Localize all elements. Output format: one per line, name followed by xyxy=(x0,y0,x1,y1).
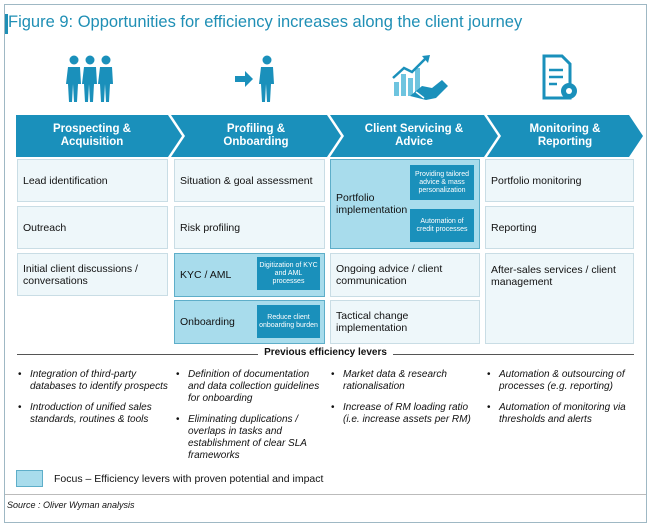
stage-label: Advice xyxy=(395,136,433,148)
stage-label: Reporting xyxy=(537,136,593,148)
stage-prospecting-acquisition: Prospecting &Acquisition xyxy=(16,115,182,157)
lever-credit-automation: Automation of credit processes xyxy=(410,209,474,242)
lever-tailored-advice: Providing tailored advice & mass persona… xyxy=(410,165,474,200)
stage-label: Client Servicing & xyxy=(364,123,464,135)
cell-after-sales-services: After-sales services / client management xyxy=(485,253,634,344)
stage-profiling-onboarding: Profiling &Onboarding xyxy=(171,115,341,157)
list-item: Market data & research rationalisation xyxy=(331,369,471,393)
figure-title: Figure 9: Opportunities for efficiency i… xyxy=(8,13,523,31)
cell-risk-profiling: Risk profiling xyxy=(174,206,325,249)
cell-portfolio-monitoring: Portfolio monitoring xyxy=(485,159,634,202)
cell-initial-client-discussions: Initial client discussions / conversatio… xyxy=(17,253,168,296)
source-divider xyxy=(5,494,646,495)
list-item: Automation & outsourcing of processes (e… xyxy=(487,369,632,393)
legend-text: Focus – Efficiency levers with proven po… xyxy=(54,473,324,485)
previous-levers-col1: Integration of third-party databases to … xyxy=(18,369,168,435)
lever-reduce-onboarding-burden: Reduce client onboarding burden xyxy=(257,305,320,338)
stage-label: Acquisition xyxy=(60,136,124,148)
cell-outreach: Outreach xyxy=(17,206,168,249)
team-icon xyxy=(64,54,116,109)
source-note: Source : Oliver Wyman analysis xyxy=(7,500,135,510)
stage-label: Onboarding xyxy=(223,136,289,148)
cell-ongoing-advice: Ongoing advice / client communication xyxy=(330,253,480,297)
list-item: Definition of documentation and data col… xyxy=(176,369,321,405)
person-arrow-icon xyxy=(233,54,281,109)
stage-label: Prospecting & xyxy=(53,123,131,135)
stage-label: Monitoring & xyxy=(529,123,601,135)
cell-kyc-aml-label: KYC / AML xyxy=(180,269,232,281)
stage-monitoring-reporting: Monitoring &Reporting xyxy=(487,115,643,157)
cell-lead-identification: Lead identification xyxy=(17,159,168,202)
list-item: Integration of third-party databases to … xyxy=(18,369,168,393)
list-item: Introduction of unified sales standards,… xyxy=(18,402,168,426)
lever-digitization-kyc-aml: Digitization of KYC and AML processes xyxy=(257,257,320,290)
cell-reporting: Reporting xyxy=(485,206,634,249)
cell-tactical-change: Tactical change implementation xyxy=(330,300,480,344)
cell-onboarding-label: Onboarding xyxy=(180,316,235,328)
cell-portfolio-implementation-label: Portfolio implementation xyxy=(336,192,408,216)
stage-client-servicing-advice: Client Servicing &Advice xyxy=(330,115,498,157)
list-item: Automation of monitoring via thresholds … xyxy=(487,402,632,426)
figure-frame xyxy=(4,4,647,523)
previous-levers-col3: Market data & research rationalisation I… xyxy=(331,369,471,435)
previous-levers-title: Previous efficiency levers xyxy=(258,347,393,358)
list-item: Increase of RM loading ratio (i.e. incre… xyxy=(331,402,471,426)
list-item: Eliminating duplications / overlaps in t… xyxy=(176,414,321,462)
cell-situation-goal-assessment: Situation & goal assessment xyxy=(174,159,325,202)
previous-levers-col4: Automation & outsourcing of processes (e… xyxy=(487,369,632,435)
previous-levers-col2: Definition of documentation and data col… xyxy=(176,369,321,471)
legend-focus-swatch xyxy=(16,470,43,487)
document-gear-icon xyxy=(541,54,581,109)
handshake-chart-icon xyxy=(390,52,452,113)
stage-label: Profiling & xyxy=(226,123,286,135)
title-accent-bar xyxy=(5,14,8,34)
